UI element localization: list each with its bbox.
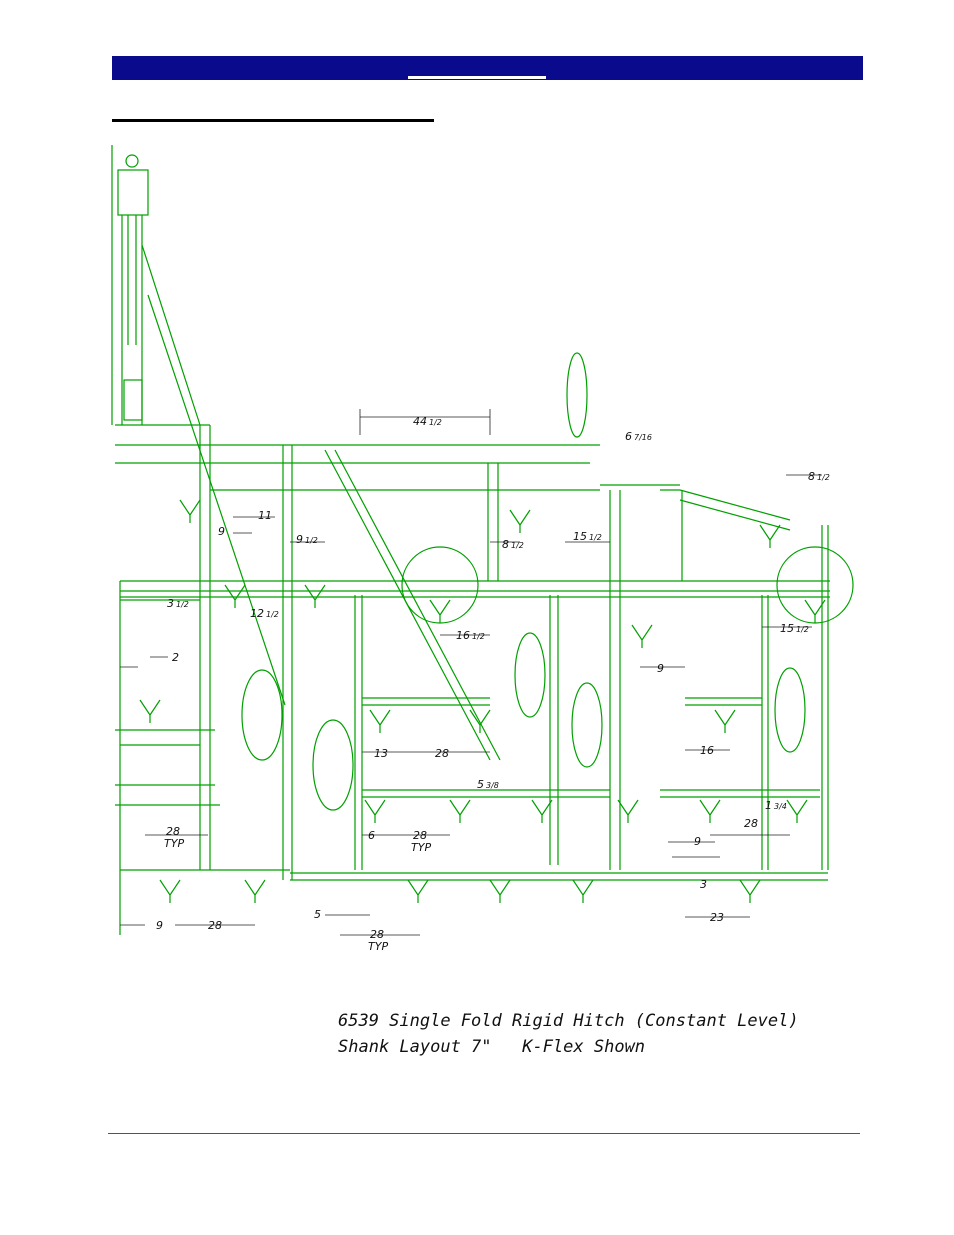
dim-28-c: 28 — [208, 919, 222, 932]
caption-line-1: 6539 Single Fold Rigid Hitch (Constant L… — [338, 1008, 799, 1034]
dim-23: 23 — [710, 911, 724, 924]
dim-28-b: 28 — [744, 817, 758, 830]
header-bar — [112, 56, 863, 80]
dim-9-a: 9 — [218, 525, 225, 538]
dim-5: 5 — [314, 908, 321, 921]
dim-2: 2 — [172, 651, 179, 664]
dim-3: 3 — [700, 878, 707, 891]
dimension-lines — [120, 409, 822, 935]
dim-28-a: 28 — [435, 747, 449, 760]
typ-c: TYP — [368, 940, 388, 953]
dim-13: 13 — [374, 747, 388, 760]
dim-9-c: 9 — [694, 835, 701, 848]
footer-rule — [108, 1133, 860, 1134]
dim-9-d: 9 — [156, 919, 163, 932]
frame-lines — [112, 145, 853, 935]
typ-a: TYP — [164, 837, 184, 850]
section-title-rule — [112, 119, 434, 122]
dim-6: 6 — [368, 829, 375, 842]
dim-9-b: 9 — [657, 662, 664, 675]
dim-11: 11 — [258, 509, 272, 522]
dim-16: 16 — [700, 744, 714, 757]
caption-line-2: Shank Layout 7" K-Flex Shown — [338, 1034, 799, 1060]
typ-b: TYP — [411, 841, 431, 854]
shank-layout-drawing: 441/2 67/16 81/2 9 11 91/2 81/2 151/2 31… — [100, 145, 860, 965]
drawing-caption: 6539 Single Fold Rigid Hitch (Constant L… — [338, 1008, 799, 1060]
header-underline — [408, 76, 546, 79]
